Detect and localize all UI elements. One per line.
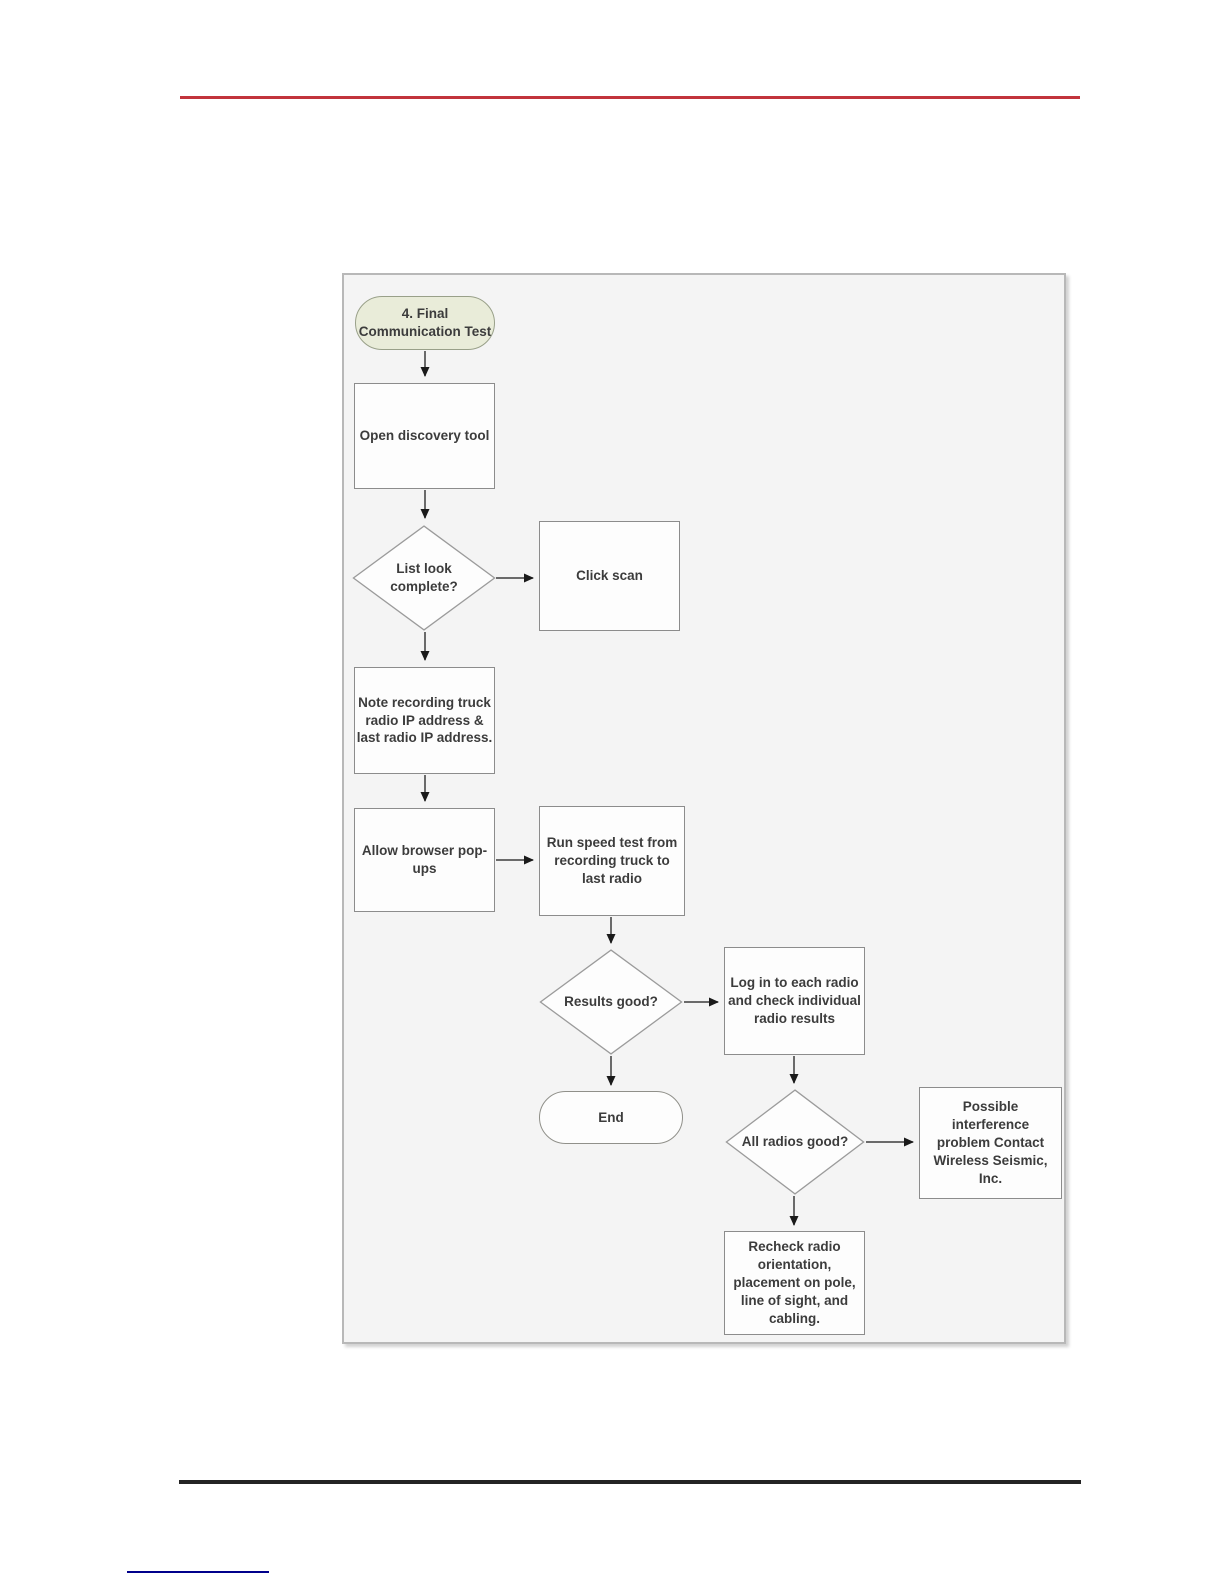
node-label: List look complete?	[390, 561, 458, 594]
flowchart-node-start: 4. Final Communication Test	[355, 296, 495, 350]
diamond-shape	[725, 1089, 865, 1195]
node-label: Run speed test from recording truck to l…	[546, 835, 678, 886]
flowchart-node-login-each-radio: Log in to each radio and check individua…	[724, 947, 865, 1055]
diamond-shape	[352, 525, 496, 631]
node-label: Note recording truck radio IP address & …	[356, 694, 493, 746]
flowchart-node-open-discovery-tool: Open discovery tool	[354, 383, 495, 489]
node-label: Log in to each radio and check individua…	[728, 975, 861, 1026]
flowchart-node-run-speed-test: Run speed test from recording truck to l…	[539, 806, 685, 916]
flowchart-node-list-look-complete: List look complete?	[352, 525, 496, 631]
node-label: Open discovery tool	[359, 428, 490, 444]
diamond-shape	[539, 949, 683, 1055]
flowchart-node-results-good: Results good?	[539, 949, 683, 1055]
flowchart-canvas: 4. Final Communication Test Open discove…	[342, 273, 1066, 1344]
flowchart-node-click-scan: Click scan	[539, 521, 680, 631]
flowchart-node-end: End	[539, 1091, 683, 1144]
flowchart-node-recheck-radio: Recheck radio orientation, placement on …	[724, 1231, 865, 1335]
node-label: Recheck radio orientation, placement on …	[733, 1239, 856, 1326]
node-label: 4. Final Communication Test	[358, 306, 492, 339]
footer-link-underline[interactable]	[127, 1571, 269, 1573]
node-label: End	[598, 1109, 624, 1125]
top-horizontal-rule	[180, 96, 1080, 99]
bottom-horizontal-rule	[179, 1480, 1081, 1484]
flowchart-node-all-radios-good: All radios good?	[725, 1089, 865, 1195]
node-label: All radios good?	[741, 1134, 849, 1150]
node-label: Allow browser pop- ups	[361, 843, 488, 876]
node-label: Click scan	[576, 568, 643, 584]
node-label: Possible interference problem Contact Wi…	[933, 1099, 1048, 1186]
flowchart-node-note-ip-addresses: Note recording truck radio IP address & …	[354, 667, 495, 774]
node-label: Results good?	[564, 994, 658, 1010]
flowchart-node-allow-popups: Allow browser pop- ups	[354, 808, 495, 912]
flowchart-node-possible-interference: Possible interference problem Contact Wi…	[919, 1087, 1062, 1199]
